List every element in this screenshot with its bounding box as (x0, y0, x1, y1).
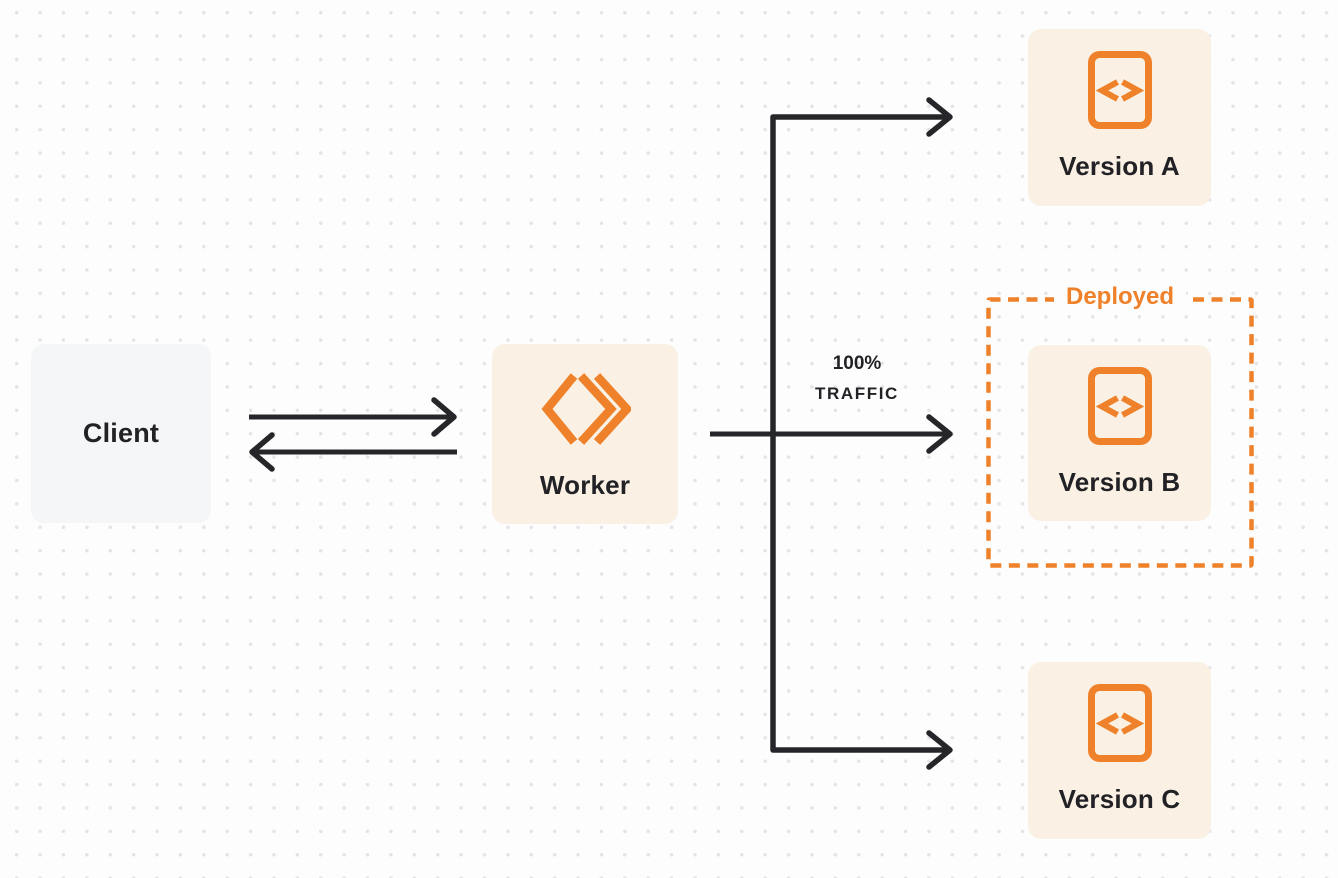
version-b-node: Version B (1028, 345, 1211, 521)
deployed-region: Deployed (986, 283, 1254, 568)
traffic-percent: 100% (832, 353, 882, 374)
traffic-label: 100% TRAFFIC (786, 349, 928, 409)
code-file-icon (1087, 684, 1152, 762)
code-file-icon (1087, 367, 1152, 445)
arrowhead-client-to-worker (431, 397, 457, 437)
arrowhead-version-a (926, 97, 953, 137)
arrowhead-version-c (926, 730, 953, 770)
worker-label: Worker (539, 470, 631, 500)
arrow-worker-to-versions-trunk (770, 114, 946, 753)
arrowhead-version-b (926, 414, 953, 454)
client-node: Client (31, 344, 211, 523)
cloudflare-workers-logo-icon (541, 373, 631, 445)
worker-node: Worker (492, 344, 678, 524)
code-file-icon (1087, 51, 1152, 129)
version-a-label: Version A (1059, 151, 1180, 181)
version-c-label: Version C (1058, 784, 1181, 814)
version-b-label: Version B (1058, 467, 1181, 497)
client-label: Client (82, 418, 160, 448)
deployed-label: Deployed (1053, 283, 1187, 311)
traffic-word: TRAFFIC (815, 384, 899, 403)
version-a-node: Version A (1028, 29, 1211, 206)
arrowhead-worker-to-client (249, 432, 275, 472)
version-c-node: Version C (1028, 662, 1211, 839)
